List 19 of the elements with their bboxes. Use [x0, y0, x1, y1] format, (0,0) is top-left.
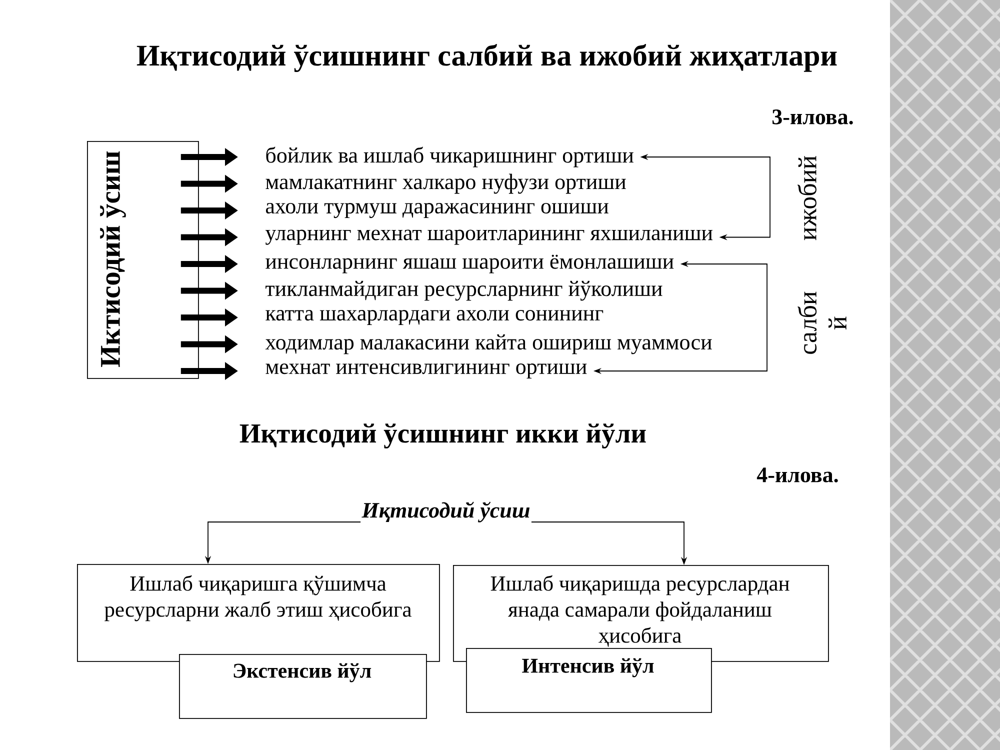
label-box: Иктисодий ўсиш: [87, 141, 199, 379]
section-heading: Иқтисодий ўсишнинг икки йўли: [240, 424, 646, 448]
title: Иқтисодий ўсишнинг салбий ва ижобий жиҳатлари: [136, 44, 837, 72]
list-item: мехнат интенсивлигининг ортиши: [266, 363, 587, 379]
list-item: мамлакатнинг халкаро нуфузи ортиши: [266, 174, 626, 194]
list-item: инсонларнинг яшаш шароити ёмонлашиши: [266, 254, 674, 274]
list-item: ходимлар малакасини кайта ошириш муаммоси: [265, 334, 712, 354]
figure-number: 4-илова.: [756, 468, 838, 482]
list-item: тикланмайдиган ресурсларнинг йўколиши: [266, 280, 662, 301]
bracket-label: салби й: [798, 292, 846, 354]
list-item: уларнинг мехнат шароитларининг яхшиланиши: [265, 230, 712, 245]
result-box: Интенсив йўл: [466, 648, 712, 713]
heading-text: Иқтисодий ўсиш: [362, 502, 530, 522]
figure-number: 3-илова.: [772, 110, 853, 124]
list-item: бойлик ва ишлаб чикаришнинг ортиши: [266, 146, 634, 168]
list-item: ахоли турмуш даражасининг ошиши: [266, 202, 608, 218]
list-item: катта шахарлардаги ахоли сонининг: [266, 310, 604, 326]
result-box: Экстенсив йўл: [179, 654, 427, 719]
bracket-label: ижобий: [798, 156, 816, 240]
